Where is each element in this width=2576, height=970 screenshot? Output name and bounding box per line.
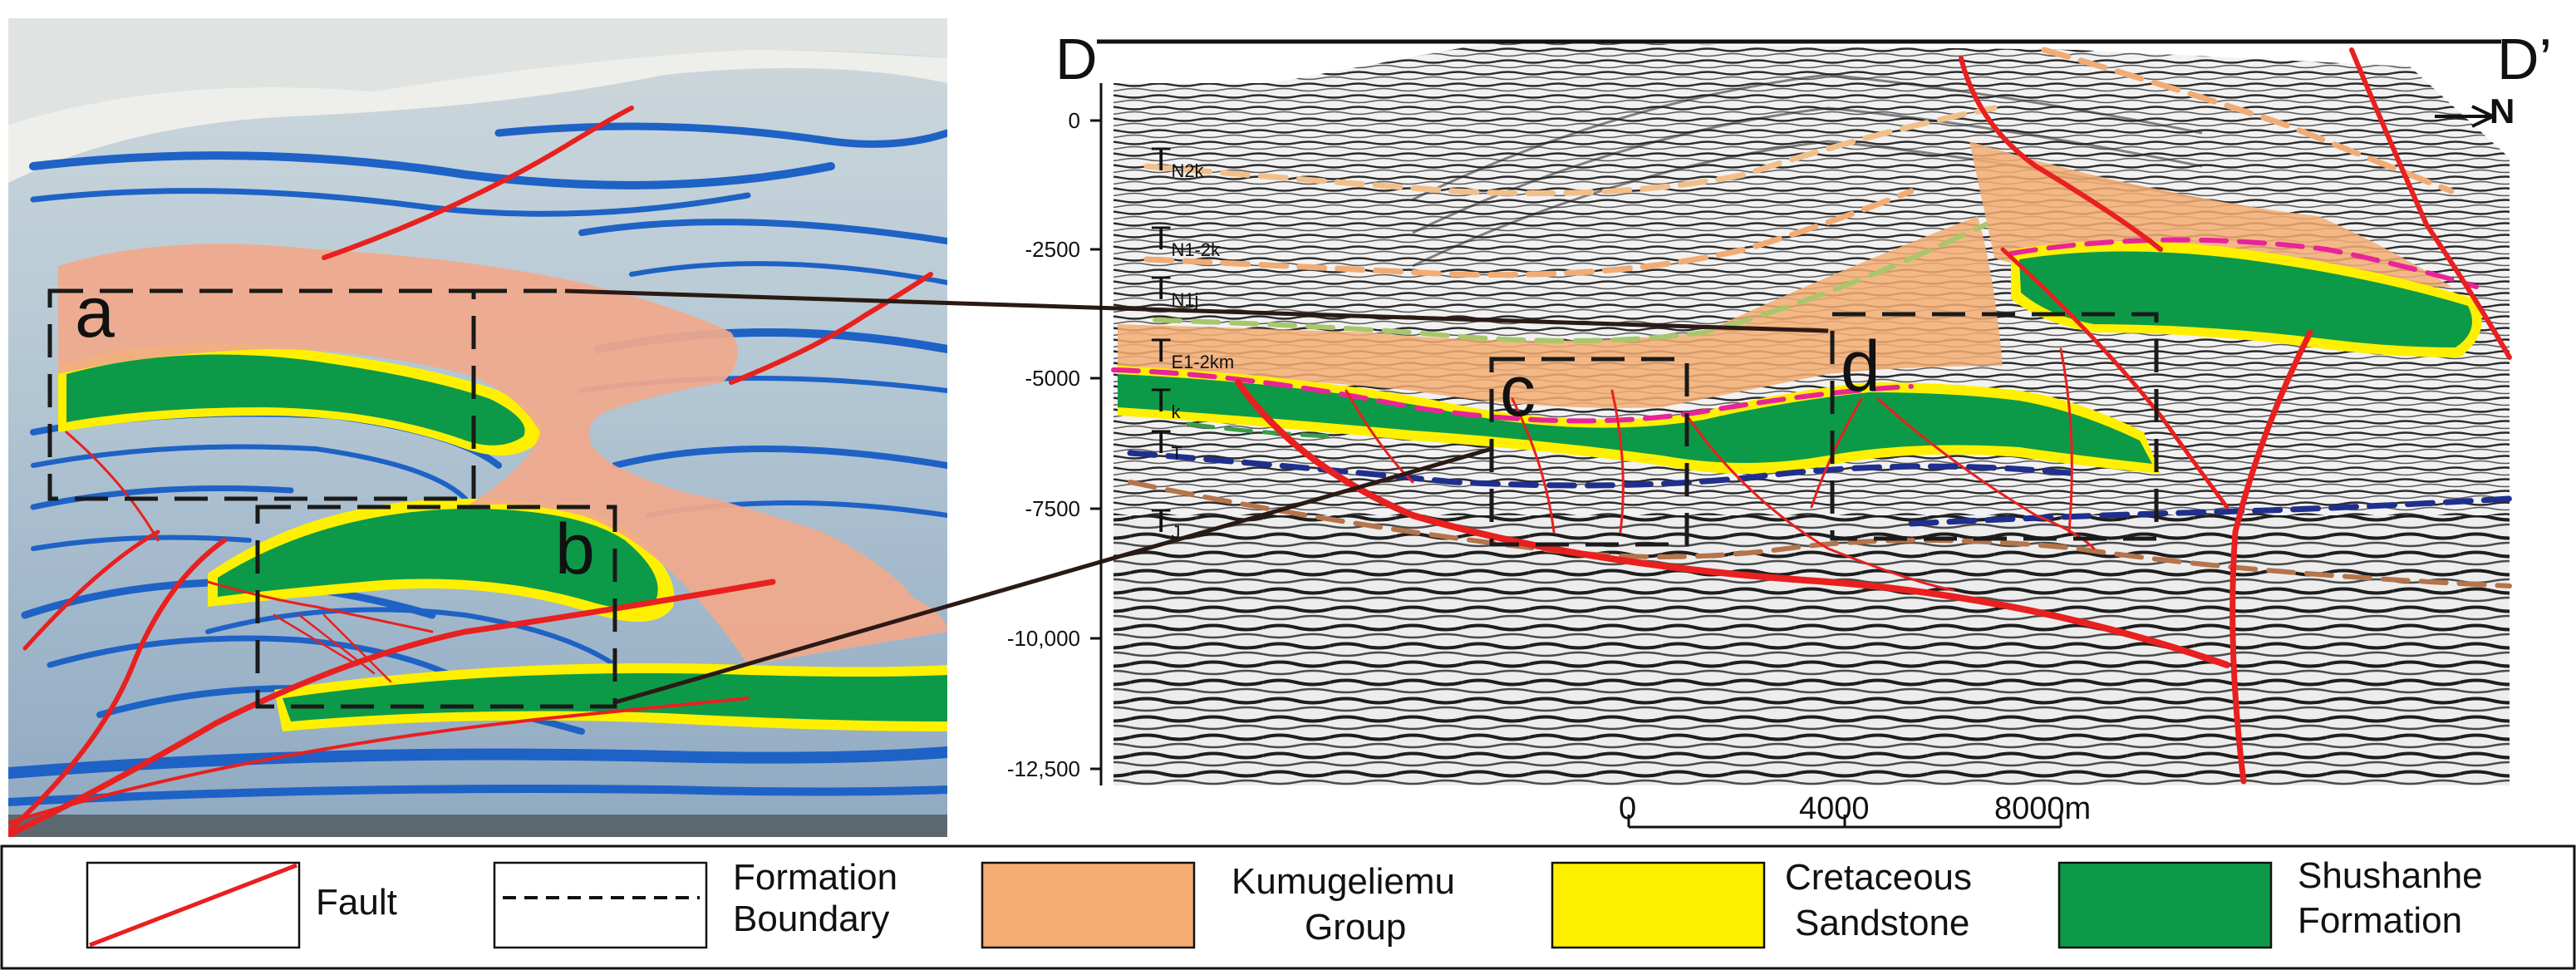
north-arrow: N: [2435, 91, 2515, 130]
cretaceous-swatch: [1551, 861, 1766, 949]
box-b-label: b: [555, 510, 595, 589]
horizon-label-main: T: [1151, 382, 1171, 419]
box-a-outline: [47, 288, 476, 501]
horizon-label-main: T: [1151, 220, 1171, 257]
depth-tick-label: -5000: [1025, 366, 1081, 391]
box-c-label: c: [1500, 352, 1536, 431]
horizon-label: TN1j: [1151, 270, 1198, 310]
horizon-label: TT: [1151, 424, 1182, 464]
legend-cretaceous: Cretaceous Sandstone: [1551, 857, 1972, 949]
horizon-label-sub: k: [1171, 401, 1181, 422]
horizon-label-sub: T: [1171, 443, 1182, 464]
horizon-label: Tk: [1151, 382, 1181, 422]
seismic-shushanhe-right: [2011, 241, 2482, 357]
horizon-label: TN1-2k: [1151, 220, 1221, 260]
box-d-label: d: [1841, 327, 1880, 406]
seismic-shushanhe-left: [1118, 366, 2161, 474]
horizon-label-main: T: [1151, 424, 1171, 460]
model-upper-green-fold: [58, 343, 542, 455]
seismic-kumugeliemu-left: [1118, 216, 2003, 408]
legend-boundary: Formation Boundary: [493, 857, 897, 949]
horizon-label-main: T: [1151, 332, 1171, 369]
seismic-formation-boundaries: [1111, 47, 2513, 588]
depth-tick-label: -2500: [1025, 237, 1081, 262]
seismic-section: D D’ N 0-2500-5000-7500-10,000-12,500 TN…: [564, 27, 2552, 829]
depth-tick-label: 0: [1069, 108, 1080, 133]
box-a-label: a: [75, 273, 115, 352]
box-connectors: [564, 288, 1829, 705]
legend-shushanhe-label-1: Shushanhe: [2298, 855, 2483, 896]
sandbox-model-photo: [8, 18, 947, 837]
legend-shushanhe: Shushanhe Formation: [2057, 855, 2483, 949]
depth-tick-label: -10,000: [1007, 626, 1080, 651]
box-c-outline: [1489, 357, 1689, 547]
model-lower-green-fold: [208, 499, 947, 731]
model-kumugeliemu-body: [58, 244, 947, 665]
horizon-label: TJ: [1151, 503, 1180, 543]
legend-fault-label: Fault: [316, 882, 397, 923]
horizon-label-main: T: [1151, 141, 1171, 178]
scale-tick-0: 0: [1619, 791, 1636, 826]
horizon-label: TN2k: [1151, 141, 1205, 181]
box-d-outline: [1830, 312, 2159, 541]
legend-cretaceous-label-1: Cretaceous: [1785, 857, 1972, 898]
depth-tick-label: -12,500: [1007, 756, 1080, 781]
detail-boxes: [47, 288, 2159, 709]
horizon-label-sub: J: [1171, 522, 1180, 543]
horizon-label-main: T: [1151, 270, 1171, 307]
legend: Fault Formation Boundary Kumugeliemu Gro…: [0, 844, 2576, 970]
horizon-label-sub: N2k: [1171, 160, 1204, 181]
legend-kumugeliemu-label-1: Kumugeliemu: [1231, 861, 1455, 902]
fault-swatch-line: [89, 863, 297, 948]
shushanhe-swatch: [2057, 861, 2273, 949]
north-label: N: [2490, 91, 2515, 130]
depth-tick-label: -7500: [1025, 496, 1081, 521]
legend-shushanhe-label-2: Formation: [2298, 900, 2462, 941]
horizon-label-sub: N1j: [1171, 289, 1198, 310]
horizon-label: TE1-2km: [1151, 332, 1234, 372]
legend-kumugeliemu-label-2: Group: [1305, 907, 1406, 948]
legend-boundary-label-2: Boundary: [733, 899, 889, 939]
section-end-label: D’: [2497, 27, 2552, 91]
section-start-label: D: [1055, 27, 1098, 91]
box-b-outline: [255, 505, 617, 709]
scale-bar: 0 4000 8000m: [1619, 791, 2091, 829]
scale-tick-1: 4000: [1799, 791, 1870, 826]
seismic-faults: [1235, 47, 2512, 785]
legend-cretaceous-label-2: Sandstone: [1795, 903, 1969, 943]
kumugeliemu-swatch: [981, 861, 1196, 949]
legend-kumugeliemu: Kumugeliemu Group: [981, 861, 1455, 949]
legend-fault: Fault: [86, 861, 397, 949]
horizon-label-sub: E1-2km: [1171, 352, 1234, 372]
depth-axis: 0 -2500 -5000 -7500 -10,000 -12,500: [1007, 83, 1103, 785]
legend-boundary-label-1: Formation: [733, 857, 897, 898]
scale-tick-2: 8000m: [1994, 791, 2091, 826]
horizon-label-sub: N1-2k: [1171, 239, 1221, 260]
horizon-label-main: T: [1151, 503, 1171, 539]
